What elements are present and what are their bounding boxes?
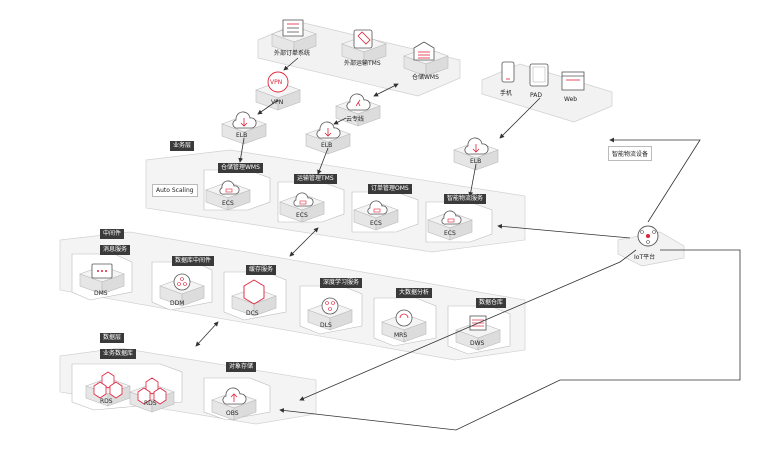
- smart-service-title: 智能物流服务: [444, 194, 487, 204]
- rds-label-2: RDS: [144, 400, 157, 407]
- data-layer-title: 数据层: [100, 333, 125, 343]
- elb-middle-icon: [305, 121, 351, 155]
- ddm-icon: [151, 261, 213, 311]
- ecs-label-1: ECS: [222, 200, 234, 207]
- web-label: Web: [564, 96, 578, 103]
- elb-middle-label: ELB: [321, 142, 333, 149]
- wms-label: 仓储WMS: [412, 74, 439, 81]
- elb-left-icon: [221, 111, 267, 145]
- business-layer-title: 业务层: [170, 141, 195, 151]
- ecs-oms-icon: [351, 191, 419, 233]
- vpn-icon: [255, 71, 301, 111]
- iot-platform-label: IoT平台: [634, 254, 656, 261]
- phone-icon: [501, 61, 515, 83]
- mrs-label: MRS: [394, 332, 408, 339]
- middleware-title: 中间件: [100, 229, 125, 239]
- dws-icon: [447, 305, 511, 355]
- pad-icon: [529, 63, 549, 87]
- warehouse-title: 数据仓库: [476, 298, 507, 308]
- iot-platform: [617, 231, 685, 267]
- ecs-tms-icon: [277, 181, 345, 223]
- rds-icon-1: [85, 371, 131, 407]
- vpn-inner-label: VPN: [270, 79, 283, 86]
- oms-service-title: 订单管理OMS: [368, 184, 412, 194]
- elb-left-label: ELB: [236, 132, 248, 139]
- obs-icon: [203, 377, 271, 421]
- bigdata-title: 大数据分析: [396, 288, 433, 298]
- cloud-line-label: 云专线: [346, 116, 365, 123]
- client-platform: [481, 63, 613, 123]
- elb-right-icon: [453, 137, 499, 171]
- biz-db-title: 业务数据库: [100, 349, 137, 359]
- tms-service-title: 运输管理TMS: [294, 174, 337, 184]
- connectors: [195, 57, 741, 431]
- dws-label: DWS: [470, 340, 485, 347]
- dcs-label: DCS: [246, 310, 259, 317]
- ecs-smart-icon: [425, 201, 493, 243]
- phone-label: 手机: [500, 90, 513, 97]
- dls-label: DLS: [320, 322, 332, 329]
- iot-device-label: 智能物流设备: [608, 146, 653, 161]
- auto-scaling-label: Auto Scaling: [152, 184, 198, 197]
- cache-service-title: 缓存服务: [246, 265, 277, 275]
- ddm-label: DDM: [170, 300, 185, 307]
- rds-label-1: RDS: [100, 398, 113, 405]
- obs-label: OBS: [226, 410, 239, 417]
- dcs-icon: [223, 271, 287, 321]
- rds-icon-2: [129, 377, 175, 413]
- order-system-label: 外部订单系统: [274, 50, 311, 57]
- dms-icon: [71, 253, 133, 301]
- ecs-label-3: ECS: [370, 220, 382, 227]
- obj-store-title: 对象存储: [226, 362, 257, 372]
- ecs-label-4: ECS: [444, 230, 456, 237]
- dms-label: DMS: [94, 290, 108, 297]
- vpn-label: VPN: [271, 99, 284, 106]
- elb-right-label: ELB: [470, 158, 482, 165]
- cloud-line-icon: [335, 93, 381, 127]
- wms-icon: [403, 41, 449, 77]
- mrs-icon: [373, 297, 437, 347]
- wms-service-title: 仓储管理WMS: [218, 163, 263, 173]
- tms-icon: [341, 29, 387, 65]
- dls-icon: [299, 285, 363, 335]
- tms-label: 外部运输TMS: [344, 60, 381, 67]
- order-system-icon: [271, 19, 317, 55]
- iot-platform-icon: [637, 225, 659, 247]
- db-middleware-title: 数据库中间件: [172, 256, 215, 266]
- web-icon: [561, 71, 585, 91]
- dl-service-title: 深度学习服务: [320, 278, 363, 288]
- ecs-wms-icon: [203, 169, 271, 211]
- ecs-label-2: ECS: [296, 212, 308, 219]
- msg-service-title: 消息服务: [100, 245, 131, 255]
- pad-label: PAD: [530, 92, 542, 99]
